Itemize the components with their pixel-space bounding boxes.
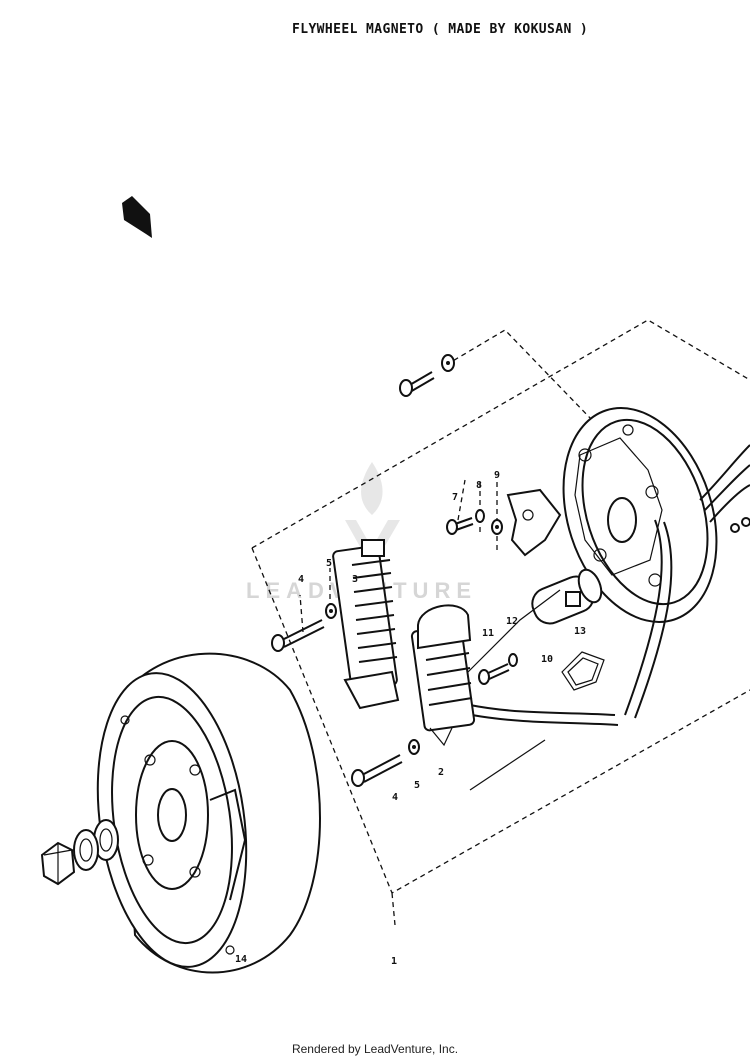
screw-top xyxy=(399,354,455,397)
front-arrow-icon xyxy=(122,196,152,238)
screw-4-lower xyxy=(351,739,420,787)
callout-12: 12 xyxy=(506,616,518,627)
diagram-title: FLYWHEEL MAGNETO ( MADE BY KOKUSAN ) xyxy=(292,22,589,37)
flywheel-rotor xyxy=(96,652,321,974)
lead-wire-tube xyxy=(439,519,673,791)
lubrication-felt xyxy=(561,651,605,691)
screw-11 xyxy=(478,653,518,685)
callout-9: 9 xyxy=(494,470,500,481)
callout-2: 2 xyxy=(438,767,444,778)
callout-5-lower: 5 xyxy=(414,780,420,791)
stator-base-plate xyxy=(562,407,718,623)
washer-8-9 xyxy=(475,509,503,535)
callout-5-upper: 5 xyxy=(326,558,332,569)
footer-credit: Rendered by LeadVenture, Inc. xyxy=(291,1042,459,1056)
callout-14: 14 xyxy=(235,954,247,965)
flywheel-nut xyxy=(40,841,76,886)
callout-7: 7 xyxy=(452,492,458,503)
callout-4-lower: 4 xyxy=(392,792,398,803)
screw-4-upper xyxy=(271,603,337,652)
screw-7 xyxy=(446,517,474,535)
wire-harness xyxy=(699,444,750,533)
callout-10: 10 xyxy=(541,654,553,665)
assembly-frame-dashed xyxy=(251,319,750,926)
condenser xyxy=(531,568,603,625)
callout-3: 3 xyxy=(352,574,358,585)
lighting-coil xyxy=(410,604,476,747)
ignition-coil xyxy=(332,539,400,710)
callout-4-upper: 4 xyxy=(298,574,304,585)
callout-1: 1 xyxy=(391,956,397,967)
contact-breaker-point xyxy=(506,488,562,557)
callout-13: 13 xyxy=(574,626,586,637)
callout-8: 8 xyxy=(476,480,482,491)
callout-11: 11 xyxy=(482,628,494,639)
washer-plain xyxy=(73,829,99,871)
